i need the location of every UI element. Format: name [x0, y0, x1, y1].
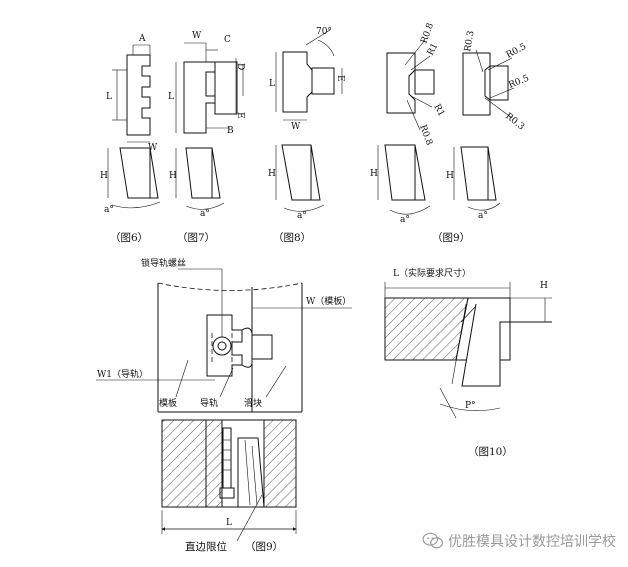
fig9-dim-angle-right: a° [478, 211, 488, 221]
callout-lock-screw: 锁导轨螺丝 [141, 257, 186, 269]
fig6-dim-h: H [100, 171, 108, 181]
fig9-caption-bottom: （图9） [245, 541, 283, 553]
fig9-top-left-view [386, 39, 435, 131]
fig10-dim-h: H [540, 281, 548, 291]
fig10-dim-l-actual: L（实际要求尺寸） [393, 267, 471, 279]
callout-straight-limit: 直边限位 [185, 540, 227, 553]
fig9-side-right-view [453, 146, 501, 211]
section-dim-l: L [226, 518, 232, 528]
fig7-dim-d: D [235, 63, 245, 70]
fig6-caption: （图6） [110, 232, 148, 244]
fig6-dim-angle: a° [104, 205, 114, 215]
fig8-dim-w: W [291, 122, 301, 132]
callout-guide: 导轨 [200, 397, 218, 409]
fig9-r03-top: R0.3 [463, 30, 477, 53]
fig9-top-right-view [462, 49, 515, 119]
fig7-side-view [175, 147, 225, 210]
fig6-dim-a: A [138, 34, 146, 44]
fig9-r05-top: R0.5 [505, 42, 529, 61]
fig9-dim-angle-left: a° [400, 215, 410, 225]
fig9-r05-bottom: R0.5 [507, 74, 531, 91]
fig10-section-view [384, 282, 552, 419]
fig8-top-view [275, 29, 343, 121]
fig9-r1-bottom: R1 [431, 103, 446, 119]
fig9-dim-h-left: H [370, 169, 378, 179]
fig7-dim-angle: a° [200, 209, 210, 219]
fig8-dim-e: E [335, 75, 345, 82]
fig6-side-view [107, 147, 161, 209]
fig10-caption: （图10） [468, 446, 513, 458]
fig9-caption-top: （图9） [432, 232, 470, 244]
fig9-r08-bottom: R0.8 [417, 124, 434, 147]
assembly-section-view [161, 419, 297, 542]
fig9-r03-bottom: R0.3 [503, 111, 526, 132]
fig8-side-view [275, 144, 325, 212]
fig10-angle-p: P° [465, 401, 476, 411]
fig9-side-left-view [377, 144, 431, 215]
fig9-r08-top: R0.8 [419, 22, 436, 45]
watermark-text: 优胜模具设计数控培训学校 [448, 534, 616, 550]
callout-slider: 滑块 [244, 397, 262, 409]
fig7-top-view [175, 42, 244, 134]
assembly-top-view [96, 268, 352, 413]
fig7-dim-b: B [227, 126, 234, 136]
fig8-angle-70: 70° [316, 27, 332, 37]
fig9-dim-h-right: H [446, 171, 454, 181]
callout-w1-guide: W1（导轨） [97, 368, 148, 380]
fig7-dim-c: C [224, 35, 231, 45]
fig6-dim-l: L [106, 92, 112, 102]
fig8-dim-l: L [269, 79, 275, 89]
fig8-dim-h: H [268, 169, 276, 179]
fig8-dim-angle: a° [297, 211, 307, 221]
fig6-dim-w: W [148, 143, 158, 153]
fig7-caption: （图7） [177, 232, 215, 244]
fig7-dim-w: W [192, 31, 202, 41]
wechat-icon [422, 532, 444, 549]
fig8-caption: （图8） [273, 232, 311, 244]
callout-template: 模板 [159, 397, 177, 409]
fig7-dim-l: L [168, 92, 174, 102]
fig7-dim-h: H [169, 171, 177, 181]
watermark: 优胜模具设计数控培训学校 [422, 531, 616, 551]
callout-w-template: W（模板） [306, 295, 351, 307]
fig6-top-view [112, 44, 151, 143]
fig7-dim-e: E [235, 112, 245, 119]
